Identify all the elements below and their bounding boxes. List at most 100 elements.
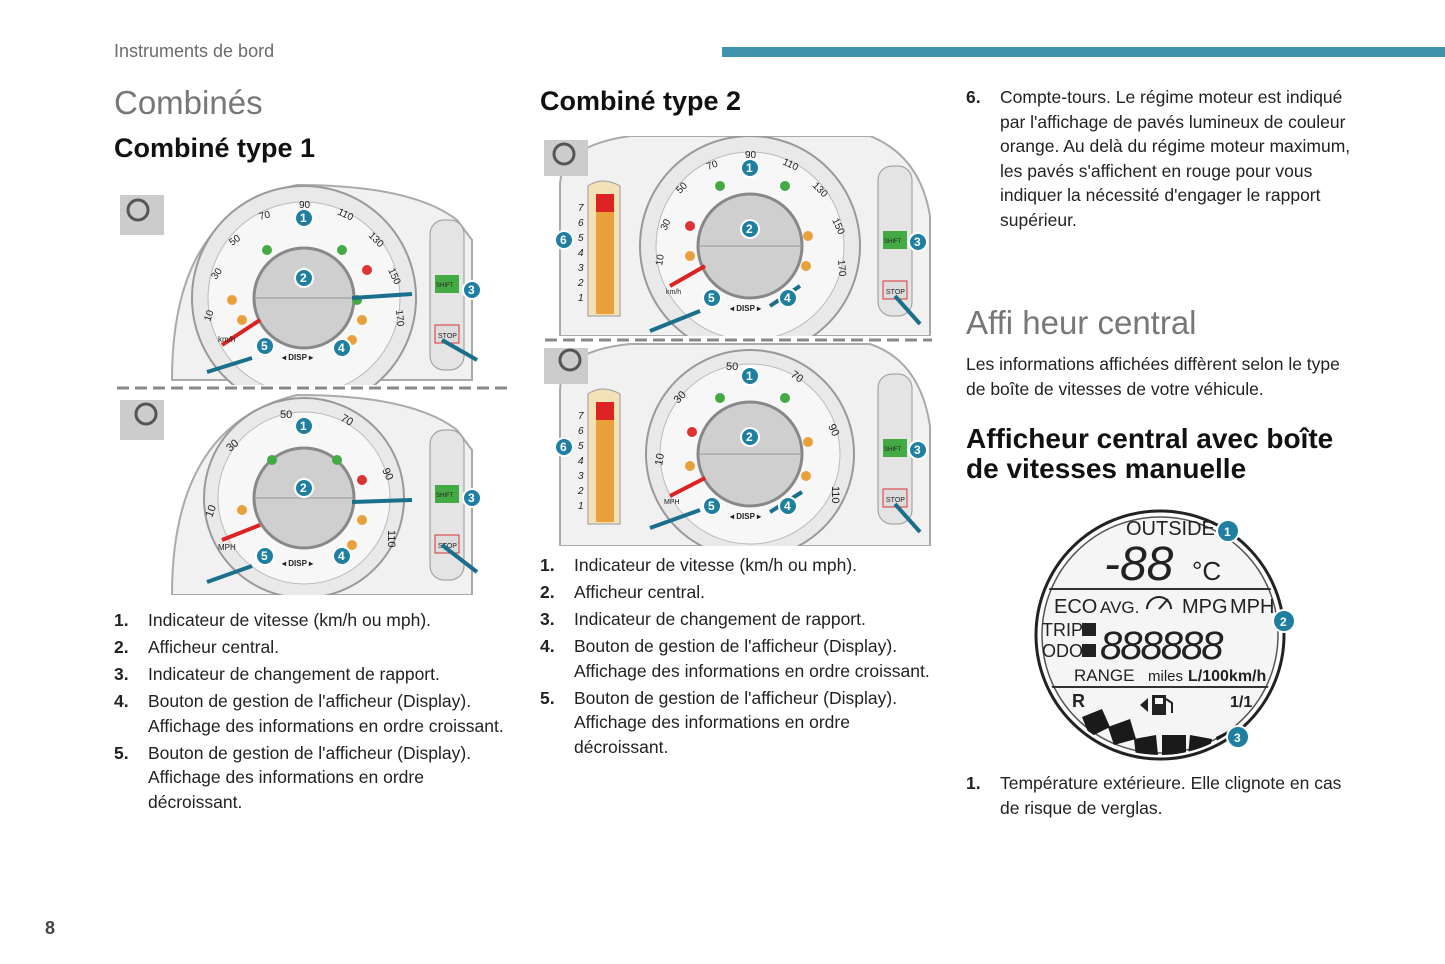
tick-label: 90 — [825, 422, 841, 438]
miles-label: miles — [1148, 668, 1183, 685]
type1-item-list: 1.Indicateur de vitesse (km/h ou mph). 2… — [114, 608, 514, 817]
tick-label: 10 — [202, 308, 216, 323]
tick-label: 2 — [577, 278, 584, 289]
badge-2: 2 — [1272, 609, 1296, 633]
svg-text:2: 2 — [746, 430, 753, 444]
disp-label: ◂ DISP ▸ — [281, 353, 314, 362]
manual-display-heading: Afficheur central avec boîte de vitesses… — [966, 423, 1334, 484]
tick-label: 170 — [835, 259, 847, 277]
svg-text:1: 1 — [300, 211, 307, 225]
svg-text:1: 1 — [746, 369, 753, 383]
stop-label: STOP — [886, 497, 905, 504]
badge-1: 1 — [294, 416, 314, 436]
combine-type1-heading: Combiné type 1 — [114, 133, 316, 163]
page-number: 8 — [45, 918, 56, 938]
reverse-label: R — [1072, 691, 1085, 711]
list-item: 5.Bouton de gestion de l'afficheur (Disp… — [540, 687, 898, 757]
svg-text:3: 3 — [468, 491, 475, 505]
combine-type2-heading: Combiné type 2 — [540, 86, 742, 116]
type2-item-list: 1.Indicateur de vitesse (km/h ou mph). 2… — [540, 553, 935, 762]
tick-label: 110 — [829, 486, 841, 504]
trip-b-label: B — [1084, 646, 1092, 658]
disp-label: ◂ DISP ▸ — [281, 559, 314, 568]
list-item: 4.Bouton de gestion de l'afficheur (Disp… — [540, 636, 930, 681]
tick-label: 3 — [578, 263, 584, 274]
odometer-digits: 888888 — [1100, 624, 1224, 668]
badge-2: 2 — [740, 219, 760, 239]
kmh-unit-label: km/h — [218, 335, 235, 344]
tick-label: 10 — [204, 503, 219, 519]
badge-3: 3 — [462, 280, 482, 300]
tick-label: 2 — [577, 486, 584, 497]
stop-label: STOP — [886, 289, 905, 296]
tick-label: 90 — [379, 466, 395, 482]
central-display-title: Affi heur central — [966, 304, 1197, 341]
tick-label: 10 — [654, 253, 667, 266]
fuel-pump-icon — [1140, 695, 1173, 715]
svg-text:1: 1 — [746, 161, 753, 175]
tick-label: 70 — [788, 369, 805, 386]
eco-label: ECO — [1054, 596, 1097, 618]
list-item: 3.Indicateur de changement de rapport. — [114, 664, 440, 684]
shift-label: SHIFT — [884, 447, 902, 453]
badge-1: 1 — [740, 366, 760, 386]
tacho-tick-labels: 7 6 5 4 3 2 1 — [577, 203, 584, 304]
tick-label: 90 — [299, 200, 311, 211]
tick-label: 3 — [578, 471, 584, 482]
svg-text:5: 5 — [708, 499, 715, 513]
badge-2: 2 — [294, 478, 314, 498]
svg-text:5: 5 — [261, 339, 268, 353]
shift-label: SHIFT — [436, 493, 454, 499]
svg-text:3: 3 — [914, 235, 921, 249]
svg-text:5: 5 — [708, 291, 715, 305]
svg-text:2: 2 — [1280, 615, 1287, 629]
mph-label: MPH — [1230, 596, 1274, 618]
list-item: 4.Bouton de gestion de l'afficheur (Disp… — [114, 691, 504, 736]
stop-label: STOP — [438, 333, 457, 340]
trip-label: TRIP — [1042, 620, 1083, 640]
mph-unit-label: MPH — [664, 499, 680, 506]
badge-5: 5 — [702, 496, 722, 516]
svg-text:2: 2 — [300, 481, 307, 495]
central-display-item-list: 1.Température extérieure. Elle clignote … — [966, 771, 1356, 823]
outside-label: OUTSIDE — [1126, 518, 1215, 540]
tick-label: 5 — [578, 233, 584, 244]
mph-unit-label: MPH — [218, 543, 236, 552]
badge-3: 3 — [462, 488, 482, 508]
badge-2: 2 — [740, 427, 760, 447]
tick-label: 170 — [393, 309, 405, 327]
svg-text:4: 4 — [338, 549, 345, 563]
central-display-intro: Les informations affichées diffèrent sel… — [966, 354, 1340, 399]
page-title: Combinés — [114, 84, 263, 121]
tick-label: 10 — [653, 452, 667, 466]
svg-text:4: 4 — [784, 499, 791, 513]
tick-label: 110 — [385, 530, 397, 548]
tick-label: 50 — [726, 361, 738, 373]
svg-text:3: 3 — [914, 443, 921, 457]
svg-text:2: 2 — [746, 222, 753, 236]
svg-text:4: 4 — [338, 341, 345, 355]
svg-text:1: 1 — [1224, 525, 1231, 539]
list-item: 2.Afficheur central. — [114, 637, 279, 657]
consumption-unit-label: L/100km/h — [1188, 668, 1266, 685]
tick-label: 70 — [339, 412, 356, 429]
section-label: Instruments de bord — [114, 41, 275, 61]
tick-label: 90 — [745, 150, 757, 161]
odo-label: ODO — [1042, 641, 1083, 661]
svg-text:4: 4 — [784, 291, 791, 305]
list-item: 6.Compte-tours. Le régime moteur est ind… — [966, 87, 1351, 230]
range-label: RANGE — [1074, 666, 1134, 685]
svg-text:6: 6 — [560, 233, 567, 247]
badge-5: 5 — [255, 546, 275, 566]
badge-1: 1 — [1216, 519, 1240, 543]
badge-3: 3 — [908, 232, 928, 252]
tick-label: 4 — [578, 248, 584, 259]
tick-label: 7 — [578, 203, 584, 214]
badge-4: 4 — [332, 546, 352, 566]
badge-6: 6 — [554, 437, 574, 457]
outside-temperature: -88 — [1104, 538, 1174, 591]
disp-label: ◂ DISP ▸ — [729, 512, 762, 521]
tick-label: 5 — [578, 441, 584, 452]
badge-5: 5 — [702, 288, 722, 308]
list-item: 1.Température extérieure. Elle clignote … — [966, 773, 1342, 818]
